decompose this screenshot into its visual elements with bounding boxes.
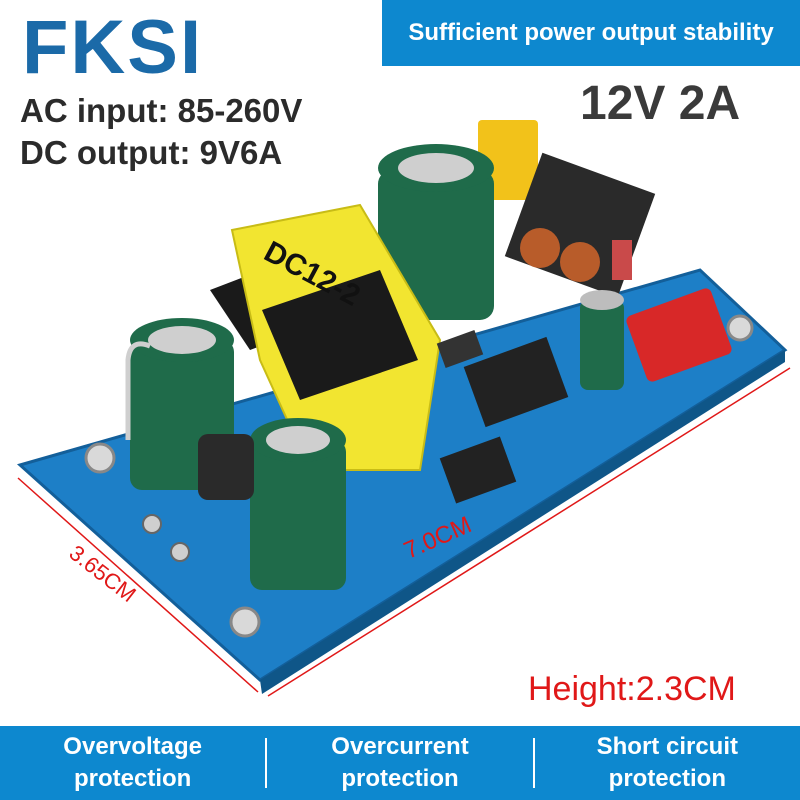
feature-overcurrent: Overcurrent protection [267,726,532,800]
rating-label: 12V 2A [580,77,741,130]
depth-dimension-line [17,477,259,693]
divider [265,738,268,788]
width-dimension-line [267,367,791,697]
feature-overvoltage: Overvoltage protection [0,726,265,800]
wire-jumper [125,341,151,440]
x2-capacitor [626,288,732,382]
capacitor-small [580,300,624,390]
capacitor-front-foil [266,426,330,454]
choke-coil [520,228,560,268]
mounting-hole [229,606,261,638]
capacitor-top-foil [398,153,474,183]
stability-banner: Sufficient power output stability [382,0,800,66]
feature-line: Short circuit [596,733,738,760]
divider [532,738,535,788]
solder-pad [170,542,190,562]
ic-chip [439,436,517,504]
choke-coil [560,242,600,282]
mounting-hole [726,314,754,342]
height-dimension: Height:2.3CM [528,670,736,708]
feature-line: protection [341,765,459,792]
smd-component [436,329,484,369]
mounting-hole [84,442,116,474]
feature-line: Overcurrent [331,733,469,760]
pcb-edge [260,350,785,694]
transformer-clamp [262,270,418,400]
brand-logo: FKSI [22,5,204,90]
choke-core [612,240,632,280]
capacitor-small-top [580,290,624,310]
feature-line: protection [74,765,192,792]
feature-line: Overvoltage [63,733,203,760]
dc-output-spec: DC output: 9V6A [20,134,283,171]
feature-short-circuit: Short circuit protection [535,726,800,800]
capacitor-front [250,440,346,590]
inductor [198,434,254,500]
features-bar: Overvoltage protection Overcurrent prote… [0,726,800,800]
ic-chip [463,336,569,428]
feature-line: protection [608,765,726,792]
solder-pad [142,514,162,534]
ac-input-spec: AC input: 85-260V [20,92,303,129]
capacitor-left-foil [148,326,216,354]
